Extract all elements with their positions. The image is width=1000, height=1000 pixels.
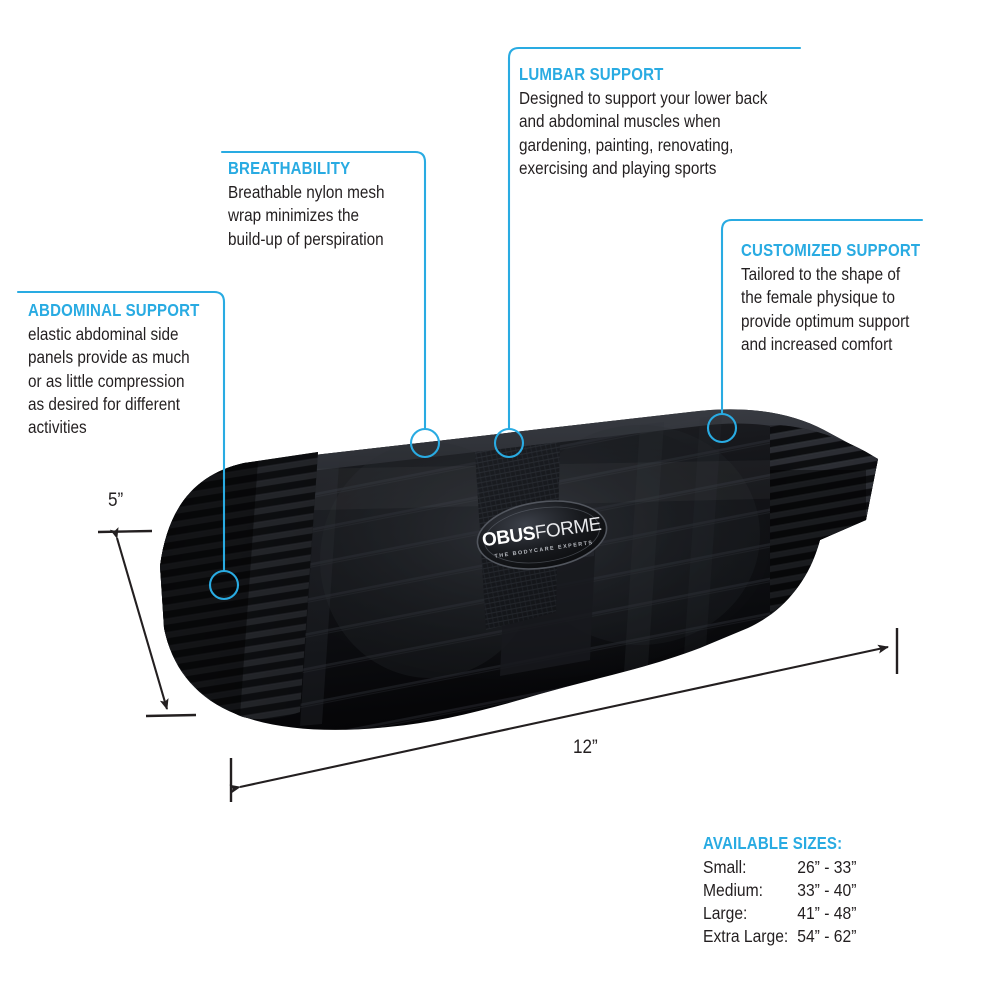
size-name: Extra Large: xyxy=(703,925,789,946)
callout-body-customized: Tailored to the shape of the female phys… xyxy=(741,264,910,355)
table-row: Small: 26” - 33” xyxy=(703,856,856,879)
callout-title-customized: CUSTOMIZED SUPPORT xyxy=(741,240,921,260)
size-range: 54” - 62” xyxy=(797,925,857,946)
size-name: Medium: xyxy=(703,879,764,900)
size-name: Small: xyxy=(703,857,747,877)
size-range: 41” - 48” xyxy=(797,902,857,923)
callout-body-lumbar: Designed to support your lower back and … xyxy=(519,88,768,179)
callout-title-abdominal: ABDOMINAL SUPPORT xyxy=(28,300,200,320)
table-row: Large: 41” - 48” xyxy=(703,902,856,925)
table-row: Extra Large: 54” - 62” xyxy=(703,925,856,948)
width-dimension-label: 12” xyxy=(573,737,598,758)
size-range: 33” - 40” xyxy=(797,879,857,900)
height-dimension-label: 5” xyxy=(108,490,124,511)
callout-abdominal-support: ABDOMINAL SUPPORT elastic abdominal side… xyxy=(28,300,238,440)
callout-customized-support: CUSTOMIZED SUPPORT Tailored to the shape… xyxy=(741,240,956,356)
available-sizes-title: AVAILABLE SIZES: xyxy=(703,833,843,853)
size-range: 26” - 33” xyxy=(797,857,857,877)
available-sizes-block: AVAILABLE SIZES: Small: 26” - 33” Medium… xyxy=(703,833,873,948)
callout-title-breathability: BREATHABILITY xyxy=(228,158,351,178)
callout-title-lumbar: LUMBAR SUPPORT xyxy=(519,64,664,84)
sizes-table: Small: 26” - 33” Medium: 33” - 40” Large… xyxy=(703,856,856,948)
callout-lumbar-support: LUMBAR SUPPORT Designed to support your … xyxy=(519,64,849,180)
callout-body-abdominal: elastic abdominal side panels provide as… xyxy=(28,324,190,438)
callout-breathability: BREATHABILITY Breathable nylon mesh wrap… xyxy=(228,158,428,251)
table-row: Medium: 33” - 40” xyxy=(703,879,856,902)
brand-logo-badge: OBUSFORME THE BODYCARE EXPERTS xyxy=(476,500,608,570)
callout-body-breathability: Breathable nylon mesh wrap minimizes the… xyxy=(228,182,385,249)
size-name: Large: xyxy=(703,902,748,923)
